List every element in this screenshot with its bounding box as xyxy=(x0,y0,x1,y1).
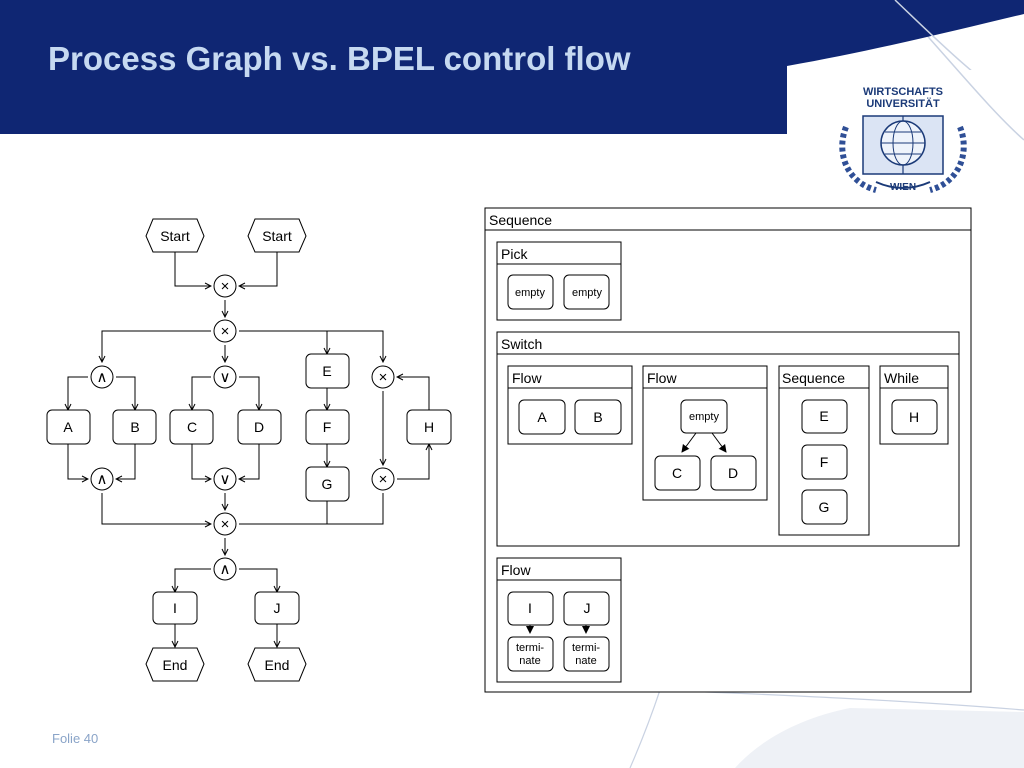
activity-node: H xyxy=(424,419,434,435)
bpel-switch-label: Switch xyxy=(501,336,542,352)
start-node: Start xyxy=(262,228,292,244)
bpel-sequence-label: Sequence xyxy=(489,212,552,228)
globe-book-laurel-icon xyxy=(839,115,967,193)
bpel-activity: G xyxy=(819,499,830,515)
bpel-activity: C xyxy=(672,465,682,481)
activity-node: B xyxy=(130,419,139,435)
bpel-activity: F xyxy=(820,454,829,470)
activity-node: J xyxy=(274,600,281,616)
header-curve xyxy=(787,0,1024,70)
xor-gateway: × xyxy=(221,516,230,533)
activity-node: F xyxy=(323,419,332,435)
logo-line-2: UNIVERSITÄT xyxy=(866,97,940,110)
header-band xyxy=(0,0,787,134)
bpel-flow-label: Flow xyxy=(512,370,542,386)
xor-gateway: × xyxy=(221,323,230,340)
activity-node: C xyxy=(187,419,197,435)
bpel-terminate: nate xyxy=(575,655,596,667)
bpel-activity: A xyxy=(537,409,547,425)
bpel-terminate: termi- xyxy=(572,642,600,654)
activity-node: A xyxy=(63,419,73,435)
activity-node: I xyxy=(173,600,177,616)
bpel-flow-label: Flow xyxy=(501,562,531,578)
start-node: Start xyxy=(160,228,190,244)
end-node: End xyxy=(265,657,290,673)
university-logo: WIRTSCHAFTS UNIVERSITÄT WIEN xyxy=(839,86,967,193)
bpel-flow-label: Flow xyxy=(647,370,677,386)
slide-title: Process Graph vs. BPEL control flow xyxy=(48,40,631,77)
process-graph: Start Start End End × × ∧ ∨ × ∧ ∨ × × ∧ xyxy=(46,218,452,682)
slide-number: Folie 40 xyxy=(52,731,99,746)
bpel-activity: D xyxy=(728,465,738,481)
xor-gateway: × xyxy=(379,369,388,386)
and-gateway: ∧ xyxy=(97,369,108,386)
bpel-activity: E xyxy=(819,408,828,424)
bpel-sequence-label: Sequence xyxy=(782,370,845,386)
bpel-pick-label: Pick xyxy=(501,246,528,262)
bpel-activity: H xyxy=(909,409,919,425)
activity-node: E xyxy=(322,363,331,379)
bpel-while-label: While xyxy=(884,370,919,386)
and-gateway: ∧ xyxy=(220,561,231,578)
end-node: End xyxy=(163,657,188,673)
activity-node: D xyxy=(254,419,264,435)
header: Process Graph vs. BPEL control flow xyxy=(0,0,1024,134)
and-gateway: ∧ xyxy=(97,471,108,488)
xor-gateway: × xyxy=(379,471,388,488)
bpel-empty-activity: empty xyxy=(572,287,602,299)
bpel-empty-activity: empty xyxy=(689,411,719,423)
activity-node: G xyxy=(322,476,333,492)
bpel-terminate: nate xyxy=(519,655,540,667)
xor-gateway: × xyxy=(221,278,230,295)
bpel-empty-activity: empty xyxy=(515,287,545,299)
logo-line-3: WIEN xyxy=(890,182,916,193)
bpel-terminate: termi- xyxy=(516,642,544,654)
bpel-activity: B xyxy=(593,409,602,425)
bpel-activity: I xyxy=(528,600,532,616)
bpel-activity: J xyxy=(584,600,591,616)
or-gateway: ∨ xyxy=(220,471,231,488)
logo-line-1: WIRTSCHAFTS xyxy=(863,86,943,98)
or-gateway: ∨ xyxy=(220,369,231,386)
